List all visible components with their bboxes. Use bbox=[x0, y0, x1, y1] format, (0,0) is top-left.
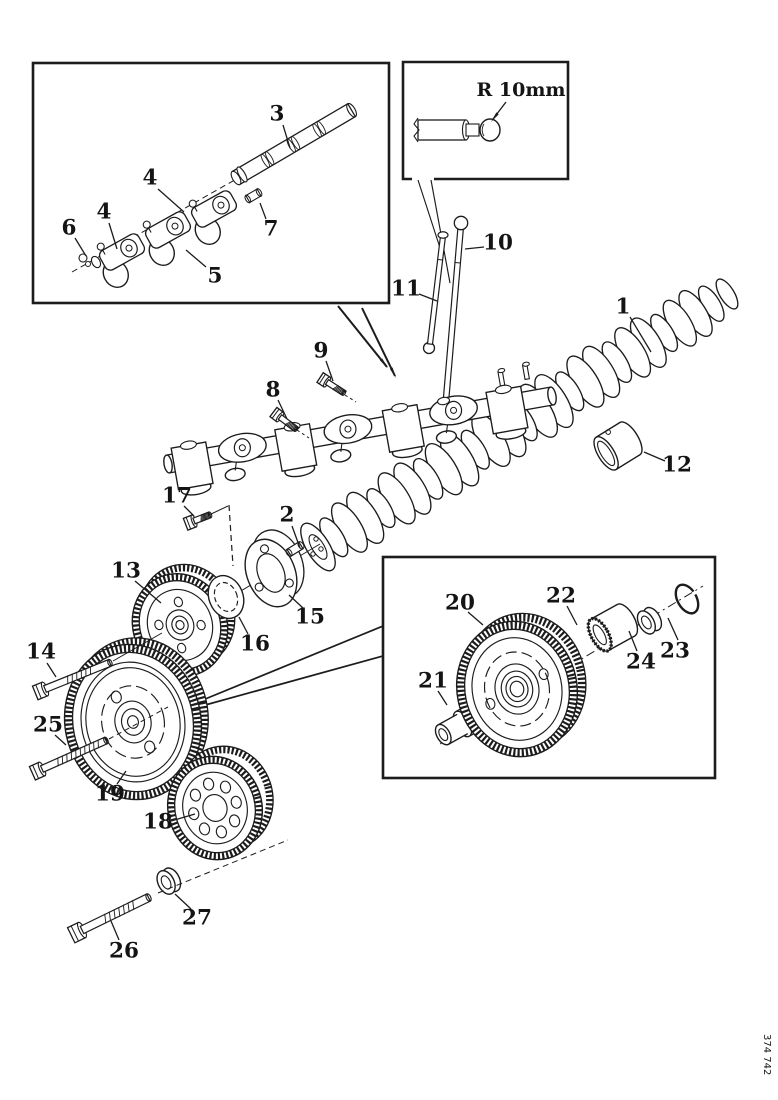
rocker-arm bbox=[142, 211, 192, 267]
callout-13-label: 13 bbox=[111, 559, 141, 584]
callout-17-label: 17 bbox=[162, 484, 192, 509]
callout-21-leader bbox=[437, 690, 448, 706]
callout-23-label: 23 bbox=[660, 639, 690, 664]
callout-11-label: 11 bbox=[391, 277, 421, 302]
callout-16-label: 16 bbox=[240, 632, 270, 657]
rocker-arm bbox=[96, 233, 146, 289]
callout-5-leader bbox=[185, 249, 207, 268]
callout-4-label: 4 bbox=[97, 200, 112, 225]
bolt-14 bbox=[31, 658, 113, 701]
callout-15-label: 15 bbox=[295, 605, 325, 630]
callout-24-label: 24 bbox=[626, 650, 656, 675]
callout-27-label: 27 bbox=[182, 906, 212, 931]
pushrod-detail-links bbox=[417, 179, 451, 284]
callout-6-label: 6 bbox=[62, 216, 77, 241]
thrust-ring-16 bbox=[207, 574, 245, 620]
callout-8-label: 8 bbox=[266, 378, 281, 403]
callout-23-leader bbox=[667, 617, 679, 641]
callout-6-leader bbox=[74, 237, 87, 257]
callout-12-label: 12 bbox=[662, 453, 692, 478]
bolt-17-axis bbox=[208, 504, 234, 567]
callout-7-leader bbox=[259, 202, 267, 220]
callout-2-label: 2 bbox=[280, 503, 295, 528]
callout-18-label: 18 bbox=[143, 810, 173, 835]
callout-21-label: 21 bbox=[418, 669, 448, 694]
rocker-clip-6 bbox=[78, 253, 102, 269]
callout-22-leader bbox=[566, 605, 578, 626]
pushrod-end-detail bbox=[413, 101, 507, 143]
callout-18-leader bbox=[170, 813, 196, 822]
drive-gear-19 bbox=[63, 637, 209, 801]
bolt-25 bbox=[28, 736, 109, 781]
callout-19-leader bbox=[116, 770, 127, 785]
inset-box-pushrod-detail bbox=[401, 60, 570, 181]
callout-4-leader bbox=[108, 222, 118, 250]
callout-26-leader bbox=[110, 920, 120, 941]
washer-27 bbox=[156, 867, 182, 895]
callout-20-leader bbox=[467, 611, 484, 626]
inset-box-rocker-detail bbox=[31, 61, 391, 305]
callout-22-label: 22 bbox=[546, 584, 576, 609]
rocker-shaft-assembly bbox=[163, 361, 557, 496]
callout-9-leader bbox=[325, 360, 334, 382]
callout-10-leader bbox=[464, 246, 485, 250]
detail-reference-lines bbox=[192, 305, 396, 708]
snap-ring-23 bbox=[674, 583, 700, 615]
callout-26-label: 26 bbox=[109, 939, 139, 964]
callout-2-leader bbox=[291, 525, 301, 549]
bolt-9 bbox=[316, 371, 348, 397]
idler-gear-20 bbox=[455, 612, 587, 758]
bolt-26 bbox=[66, 893, 152, 944]
gear-bolt-axes bbox=[108, 632, 169, 740]
callout-1-label: 1 bbox=[616, 295, 631, 320]
radius-note: R 10mm bbox=[476, 79, 565, 101]
idler-gear-18 bbox=[166, 745, 274, 861]
callout-24-leader bbox=[628, 630, 638, 652]
screw-7 bbox=[244, 188, 263, 204]
callout-1-leader bbox=[629, 316, 652, 353]
callout-13-leader bbox=[134, 580, 162, 604]
callout-16-leader bbox=[238, 616, 249, 635]
callout-7-label: 7 bbox=[264, 217, 279, 242]
bolt-axis-dashes bbox=[296, 394, 357, 439]
callout-25-leader bbox=[54, 734, 67, 746]
callout-5-label: 5 bbox=[208, 264, 223, 289]
bolt-26-axis bbox=[157, 839, 289, 894]
pushrod-10 bbox=[442, 215, 469, 401]
camshaft-drawing bbox=[300, 278, 739, 572]
callout-9-label: 9 bbox=[314, 339, 329, 364]
callout-20-label: 20 bbox=[445, 591, 475, 616]
callout-15-leader bbox=[288, 594, 304, 609]
rocker-shaft-3 bbox=[230, 102, 357, 186]
pushrod-11 bbox=[426, 231, 449, 345]
callout-19-label: 19 bbox=[95, 782, 125, 807]
washer-24 bbox=[636, 606, 663, 635]
callout-10-label: 10 bbox=[483, 231, 513, 256]
callout-12-leader bbox=[643, 451, 666, 462]
callout-8-leader bbox=[277, 399, 288, 420]
callout-3-leader bbox=[282, 124, 291, 149]
callout-25-label: 25 bbox=[33, 713, 63, 738]
bolt-17 bbox=[182, 511, 213, 531]
bearing-22 bbox=[586, 603, 639, 653]
callout-3-label: 3 bbox=[270, 102, 285, 127]
callout-27-leader bbox=[174, 893, 192, 910]
diagram-artwork bbox=[28, 101, 739, 944]
callout-11-leader bbox=[418, 293, 438, 302]
rocker-arm bbox=[188, 190, 238, 246]
inset-box-idler-gear-detail bbox=[381, 555, 717, 780]
camshaft-bushing bbox=[593, 421, 643, 471]
callout-14-leader bbox=[46, 662, 57, 678]
callout-14-label: 14 bbox=[26, 640, 56, 665]
callout-17-leader bbox=[183, 505, 195, 517]
callout-4-leader bbox=[157, 188, 185, 213]
callout-4-label: 4 bbox=[143, 166, 158, 191]
figure-code: 374 742 bbox=[761, 1034, 772, 1075]
bolt-8 bbox=[269, 406, 300, 433]
